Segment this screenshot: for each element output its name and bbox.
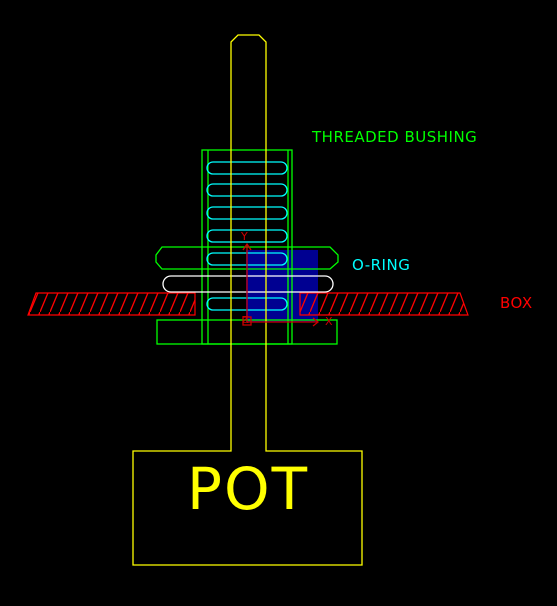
box-wall-right — [299, 292, 469, 316]
box-label: BOX — [500, 294, 533, 312]
axis-x-label: X — [325, 315, 334, 328]
bushing-nut-top — [155, 246, 339, 270]
box-wall[interactable] — [27, 292, 469, 316]
axis-y-label: Y — [241, 230, 249, 243]
threaded-bushing[interactable] — [156, 149, 338, 345]
ucs-axis-icon — [242, 242, 320, 327]
axis-z-label: Z — [242, 315, 250, 326]
bushing-nut[interactable] — [155, 246, 339, 270]
box-wall-left — [27, 292, 196, 316]
o-ring[interactable] — [162, 275, 334, 293]
pot-label: POT — [187, 455, 310, 523]
pot-shaft[interactable] — [132, 34, 363, 566]
threaded-bushing-label: THREADED BUSHING — [312, 128, 478, 146]
o-ring-label: O-RING — [352, 256, 411, 274]
